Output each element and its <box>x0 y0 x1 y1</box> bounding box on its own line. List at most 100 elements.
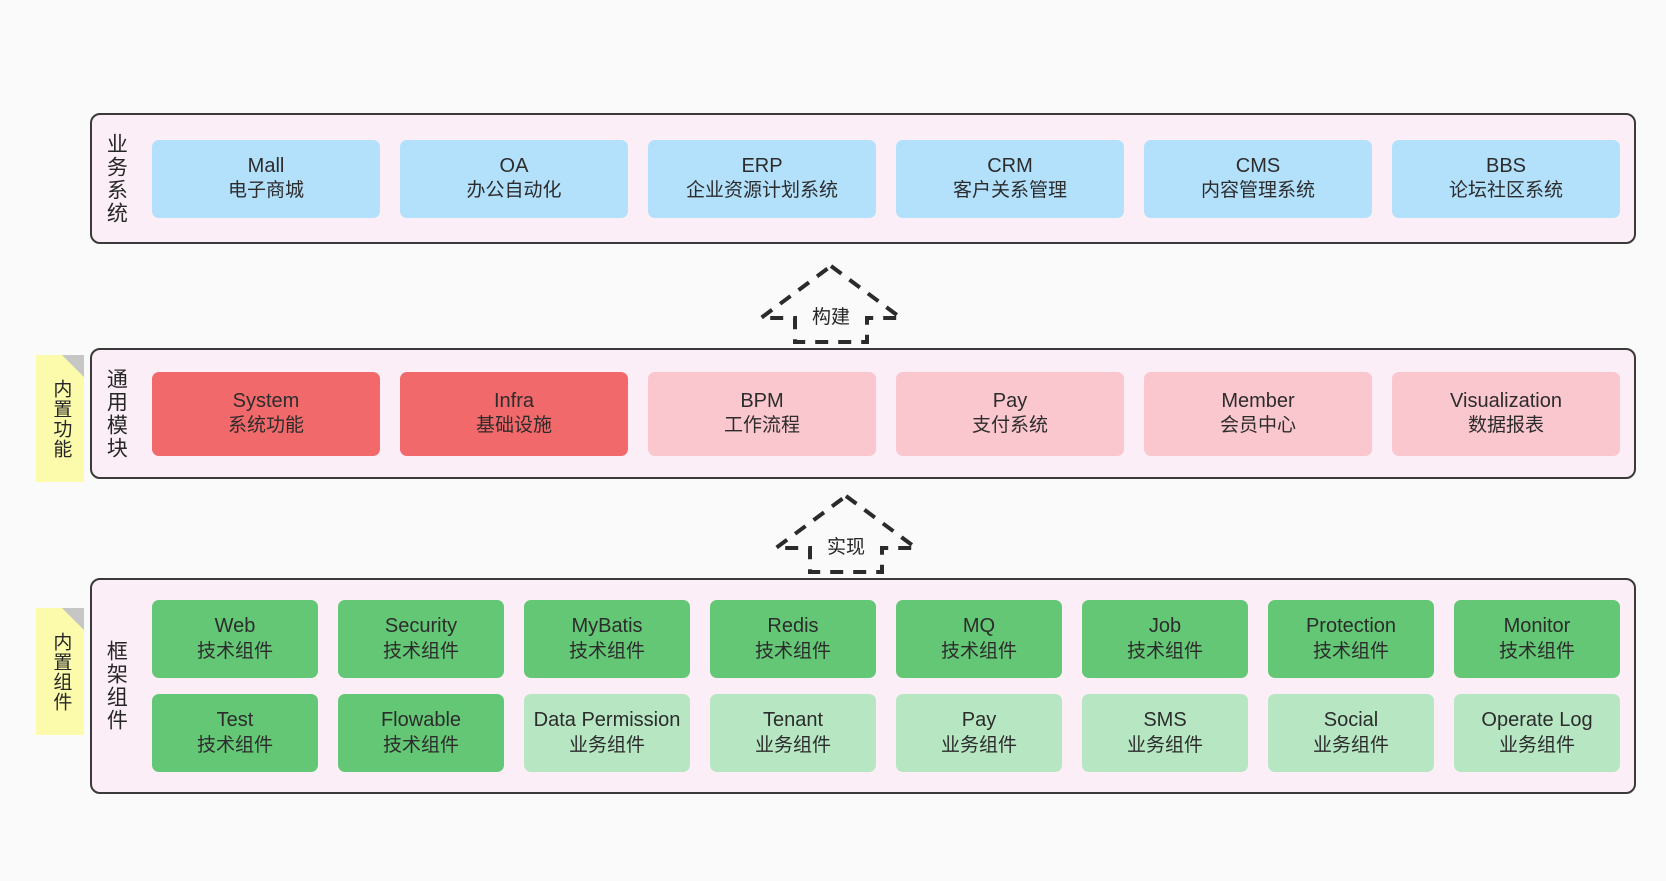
node-subtitle: 电子商城 <box>227 180 304 202</box>
node-title: CMS <box>1235 154 1281 177</box>
node-subtitle: 业务组件 <box>754 734 831 756</box>
node-title: Protection <box>1305 615 1397 638</box>
node-title: BBS <box>1485 154 1527 177</box>
node-sms[interactable]: SMS 业务组件 <box>1082 694 1248 772</box>
node-subtitle: 技术组件 <box>1498 640 1575 662</box>
node-subtitle: 技术组件 <box>382 734 459 756</box>
node-title: Test <box>216 709 254 732</box>
note-label: 内置组件 <box>50 631 72 712</box>
row: Test 技术组件 Flowable 技术组件 Data Permission … <box>152 694 1620 772</box>
node-redis[interactable]: Redis 技术组件 <box>710 600 876 678</box>
node-mq[interactable]: MQ 技术组件 <box>896 600 1062 678</box>
implement-arrow-label: 实现 <box>826 537 866 558</box>
node-job[interactable]: Job 技术组件 <box>1082 600 1248 678</box>
node-member[interactable]: Member 会员中心 <box>1144 371 1372 456</box>
layer-label-framework-components: 框架组件 <box>104 640 128 732</box>
layer-body-framework-components: Web 技术组件 Security 技术组件 MyBatis 技术组件 Redi… <box>138 580 1634 792</box>
node-bpm[interactable]: BPM 工作流程 <box>648 371 876 456</box>
node-subtitle: 工作流程 <box>723 415 800 437</box>
node-title: Operate Log <box>1481 709 1593 732</box>
node-title: Security <box>384 615 458 638</box>
node-subtitle: 系统功能 <box>227 415 304 437</box>
node-subtitle: 支付系统 <box>971 415 1048 437</box>
build-arrow: 构建 <box>754 262 908 344</box>
node-subtitle: 技术组件 <box>382 640 459 662</box>
node-pay-component[interactable]: Pay 业务组件 <box>896 694 1062 772</box>
node-title: Pay <box>961 709 997 732</box>
node-title: Web <box>214 615 256 638</box>
node-flowable[interactable]: Flowable 技术组件 <box>338 694 504 772</box>
node-mybatis[interactable]: MyBatis 技术组件 <box>524 600 690 678</box>
node-subtitle: 数据报表 <box>1467 415 1544 437</box>
node-subtitle: 客户关系管理 <box>952 180 1067 202</box>
node-title: MQ <box>962 615 996 638</box>
node-test[interactable]: Test 技术组件 <box>152 694 318 772</box>
build-arrow-outline <box>754 263 908 344</box>
layer-business-systems: 业务系统 Mall 电子商城 OA 办公自动化 ERP 企业资源计划系统 CRM… <box>90 113 1636 244</box>
node-protection[interactable]: Protection 技术组件 <box>1268 600 1434 678</box>
node-title: System <box>232 389 300 412</box>
node-title: Mall <box>247 154 285 177</box>
node-subtitle: 技术组件 <box>1312 640 1389 662</box>
node-subtitle: 业务组件 <box>1126 734 1203 756</box>
build-arrow-label: 构建 <box>811 307 851 328</box>
node-bbs[interactable]: BBS 论坛社区系统 <box>1392 139 1620 218</box>
layer-label-common-modules: 通用模块 <box>104 367 128 460</box>
node-pay[interactable]: Pay 支付系统 <box>896 371 1124 456</box>
node-web[interactable]: Web 技术组件 <box>152 600 318 678</box>
node-erp[interactable]: ERP 企业资源计划系统 <box>648 139 876 218</box>
node-subtitle: 内容管理系统 <box>1200 180 1315 202</box>
node-subtitle: 业务组件 <box>940 734 1017 756</box>
layer-label-business-systems: 业务系统 <box>104 132 128 225</box>
note-fold-icon <box>62 355 84 377</box>
node-title: Flowable <box>380 709 462 732</box>
node-subtitle: 企业资源计划系统 <box>685 180 838 202</box>
note-builtin-features: 内置功能 <box>36 355 84 482</box>
implement-arrow-outline <box>769 493 923 574</box>
node-title: Member <box>1221 389 1295 412</box>
node-system[interactable]: System 系统功能 <box>152 371 380 456</box>
node-monitor[interactable]: Monitor 技术组件 <box>1454 600 1620 678</box>
node-subtitle: 业务组件 <box>1312 734 1389 756</box>
node-visualization[interactable]: Visualization 数据报表 <box>1392 371 1620 456</box>
node-title: Monitor <box>1503 615 1571 638</box>
row: System 系统功能 Infra 基础设施 BPM 工作流程 Pay 支付系统… <box>152 371 1620 456</box>
note-builtin-components: 内置组件 <box>36 608 84 735</box>
note-label: 内置功能 <box>50 378 72 459</box>
node-subtitle: 基础设施 <box>475 415 552 437</box>
node-title: CRM <box>987 154 1033 177</box>
node-infra[interactable]: Infra 基础设施 <box>400 371 628 456</box>
node-title: SMS <box>1143 709 1187 732</box>
node-operate-log[interactable]: Operate Log 业务组件 <box>1454 694 1620 772</box>
layer-framework-components: 框架组件 Web 技术组件 Security 技术组件 MyBatis 技术组件… <box>90 578 1636 794</box>
node-title: MyBatis <box>571 615 643 638</box>
node-title: Social <box>1323 709 1379 732</box>
node-subtitle: 技术组件 <box>1126 640 1203 662</box>
node-subtitle: 技术组件 <box>196 734 273 756</box>
node-subtitle: 办公自动化 <box>466 180 562 202</box>
node-security[interactable]: Security 技术组件 <box>338 600 504 678</box>
implement-arrow: 实现 <box>769 492 923 574</box>
node-mall[interactable]: Mall 电子商城 <box>152 139 380 218</box>
layer-body-business-systems: Mall 电子商城 OA 办公自动化 ERP 企业资源计划系统 CRM 客户关系… <box>138 115 1634 242</box>
node-title: Infra <box>493 389 535 412</box>
node-title: Tenant <box>762 709 824 732</box>
node-subtitle: 业务组件 <box>568 734 645 756</box>
node-title: Data Permission <box>533 709 681 732</box>
node-subtitle: 会员中心 <box>1219 415 1296 437</box>
node-oa[interactable]: OA 办公自动化 <box>400 139 628 218</box>
node-subtitle: 技术组件 <box>940 640 1017 662</box>
node-data-permission[interactable]: Data Permission 业务组件 <box>524 694 690 772</box>
node-subtitle: 技术组件 <box>196 640 273 662</box>
node-tenant[interactable]: Tenant 业务组件 <box>710 694 876 772</box>
node-title: Redis <box>767 615 819 638</box>
node-title: ERP <box>741 154 783 177</box>
node-subtitle: 业务组件 <box>1498 734 1575 756</box>
row: Web 技术组件 Security 技术组件 MyBatis 技术组件 Redi… <box>152 600 1620 678</box>
node-subtitle: 技术组件 <box>568 640 645 662</box>
node-crm[interactable]: CRM 客户关系管理 <box>896 139 1124 218</box>
node-social[interactable]: Social 业务组件 <box>1268 694 1434 772</box>
node-cms[interactable]: CMS 内容管理系统 <box>1144 139 1372 218</box>
row: Mall 电子商城 OA 办公自动化 ERP 企业资源计划系统 CRM 客户关系… <box>152 139 1620 218</box>
